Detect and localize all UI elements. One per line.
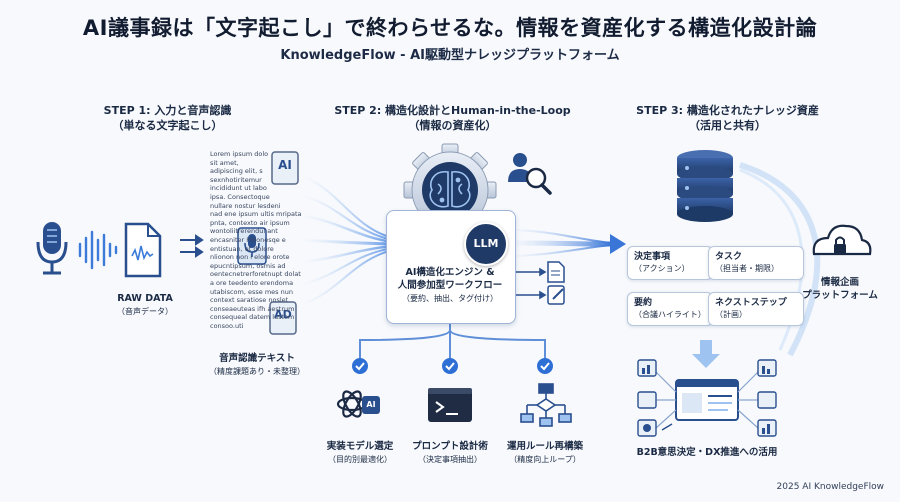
- cloud-lock-icon: [812, 224, 872, 256]
- ai-model-badge: AI: [362, 396, 380, 414]
- platform-label: 情報企画 プラットフォーム: [800, 276, 880, 302]
- check-icons: [352, 358, 553, 374]
- step-3-title: STEP 3: 構造化されたナレッジ資産: [636, 104, 819, 117]
- raw-data-label: RAW DATA （音声データ）: [90, 292, 200, 318]
- card-decisions-title: 決定事項: [634, 252, 671, 262]
- brain-icon: [429, 171, 471, 208]
- tool-rules-label: 運用ルール再構築 （精度向上ループ）: [490, 440, 600, 466]
- flow-ribbon-1: [299, 174, 393, 306]
- step-2-title: STEP 2: 構造化設計とHuman-in-the-Loop: [334, 104, 571, 117]
- dashboard-icon: [661, 379, 739, 431]
- transcript-line: context saratiose noslet: [210, 296, 289, 305]
- flow-ribbon-2: [514, 229, 626, 257]
- raw-data-title: RAW DATA: [117, 293, 173, 304]
- tool-model-label: 実装モデル選定 （目的別最適化）: [305, 440, 415, 466]
- tool-rules-sub: （精度向上ループ）: [509, 455, 581, 464]
- transcript-line: entistuan, et dolore: [210, 244, 274, 253]
- step-1-desc: （単なる文字起こし）: [112, 119, 223, 132]
- mini-chart-icons: [642, 365, 770, 434]
- footer-copyright: 2025 AI KnowledgeFlow: [776, 482, 884, 492]
- card-tasks: タスク （担当者・期限）: [708, 246, 804, 280]
- card-tasks-sub: （担当者・期限）: [715, 264, 779, 273]
- mic-document-icon: [237, 227, 267, 265]
- database-icon: [677, 150, 733, 222]
- platform-line1: 情報企画: [820, 277, 859, 288]
- engine-arrows: [515, 267, 547, 300]
- b2b-label: B2B意思決定・DX推進への活用: [636, 447, 778, 458]
- llm-badge: LLM: [464, 222, 508, 266]
- card-decisions: 決定事項 （アクション）: [627, 246, 713, 280]
- person-search-icon: [508, 153, 552, 195]
- tool-rules-title: 運用ルール再構築: [506, 441, 583, 452]
- step-2-desc: （情報の資産化）: [408, 119, 497, 132]
- platform-line2: プラットフォーム: [802, 290, 878, 301]
- card-nextstep: ネクストステップ （計画）: [708, 292, 804, 326]
- transcript-line: epucntipsum, osmis ad: [210, 261, 286, 270]
- card-summary-title: 要約: [634, 298, 653, 308]
- transcript-line: a ore teedento erendoma: [210, 278, 294, 287]
- engine-line3: （要約、抽出、タグ付け）: [402, 294, 498, 303]
- step-1-title: STEP 1: 入力と音声認識: [103, 104, 232, 117]
- ai-document-icon: [271, 151, 299, 185]
- tool-prompt-title: プロンプト設計術: [412, 441, 488, 452]
- transcript-line: consoo.uti: [210, 321, 244, 330]
- card-decisions-sub: （アクション）: [634, 264, 690, 273]
- transcript-line: pnta, contexto air ipsum: [210, 218, 290, 227]
- transcript-title: 音声認識テキスト: [219, 353, 295, 364]
- page-title: AI議事録は「文字起こし」で終わらせるな。情報を資産化する構造化設計論: [82, 16, 818, 40]
- card-nextstep-title: ネクストステップ: [715, 298, 787, 308]
- transcript-line: consequeal datem lustom: [210, 313, 295, 322]
- transcript-line: conseaeuteas ifh aestrum: [210, 304, 295, 313]
- microphone-icon: [36, 222, 68, 275]
- flowchart-icon: [520, 383, 572, 427]
- sound-wave-icon: [78, 230, 118, 270]
- transcript-sub: （精度課題あり・未整理）: [209, 367, 305, 376]
- tool-prompt-sub: （決定事項抽出）: [418, 455, 482, 464]
- ad-document-icon: [269, 301, 297, 335]
- step-1-header: STEP 1: 入力と音声認識 （単なる文字起こし）: [60, 103, 275, 133]
- transcript-line: nullare nostur lesdeni: [210, 201, 281, 210]
- transcript-line: encasniter Pdionesqe e: [210, 235, 286, 244]
- ai-badge-text: AI: [278, 158, 292, 172]
- engine-label: AI構造化エンジン & 人間参加型ワークフロー （要約、抽出、タグ付け）: [388, 266, 512, 305]
- transcript-line: sexnhotiritemur: [210, 175, 262, 184]
- card-nextstep-sub: （計画）: [715, 310, 747, 319]
- arc-right: [739, 162, 821, 357]
- down-arrow: [692, 340, 720, 368]
- tool-model-title: 実装モデル選定: [326, 441, 394, 452]
- transcript-line: wontoliitrerendul ant: [210, 227, 278, 236]
- transcript-line: adipiscing elit, s: [210, 167, 263, 176]
- transcript-line: sit amet,: [210, 158, 239, 167]
- audio-file-icon: [124, 222, 162, 278]
- raw-data-sub: （音声データ）: [117, 307, 173, 316]
- transcript-line: incididunt ut labo: [210, 184, 267, 193]
- transcript-line: nlionon non i elore orote: [210, 253, 290, 262]
- card-summary: 要約 （合議ハイライト）: [627, 292, 713, 326]
- step-3-header: STEP 3: 構造化されたナレッジ資産 （活用と共有）: [620, 103, 835, 133]
- transcript-line: nad ene ipsum ultis mripata: [210, 210, 302, 219]
- step-2-header: STEP 2: 構造化設計とHuman-in-the-Loop （情報の資産化）: [325, 103, 580, 133]
- transcript-line: Lorem ipsum dolo: [210, 150, 269, 158]
- satellite-icons: [637, 359, 777, 437]
- tool-prompt-label: プロンプト設計術 （決定事項抽出）: [395, 440, 505, 466]
- engine-line1: AI構造化エンジン &: [405, 267, 495, 278]
- tool-connectors: [359, 322, 546, 358]
- document-icon: [547, 261, 565, 283]
- transcript-label: 音声認識テキスト （精度課題あり・未整理）: [192, 352, 322, 378]
- engine-line2: 人間参加型ワークフロー: [397, 280, 503, 291]
- page-subtitle: KnowledgeFlow - AI駆動型ナレッジプラットフォーム: [280, 48, 620, 63]
- step-3-desc: （活用と共有）: [689, 119, 766, 132]
- transcript-line: oentecnetrerforetnupt dolat: [210, 270, 301, 279]
- terminal-icon: [428, 388, 472, 422]
- arrow-icons: [180, 234, 204, 258]
- card-summary-sub: （合議ハイライト）: [634, 310, 706, 319]
- transcript-line: utabiscom, esse mes nun: [210, 287, 293, 296]
- ad-badge-text: AD: [274, 308, 292, 321]
- transcript-line: ipsa. Consectoque: [210, 192, 270, 201]
- card-tasks-title: タスク: [715, 252, 743, 262]
- edit-document-icon: [547, 285, 565, 305]
- tool-model-sub: （目的別最適化）: [328, 455, 392, 464]
- dashboard-satellites: [655, 371, 759, 429]
